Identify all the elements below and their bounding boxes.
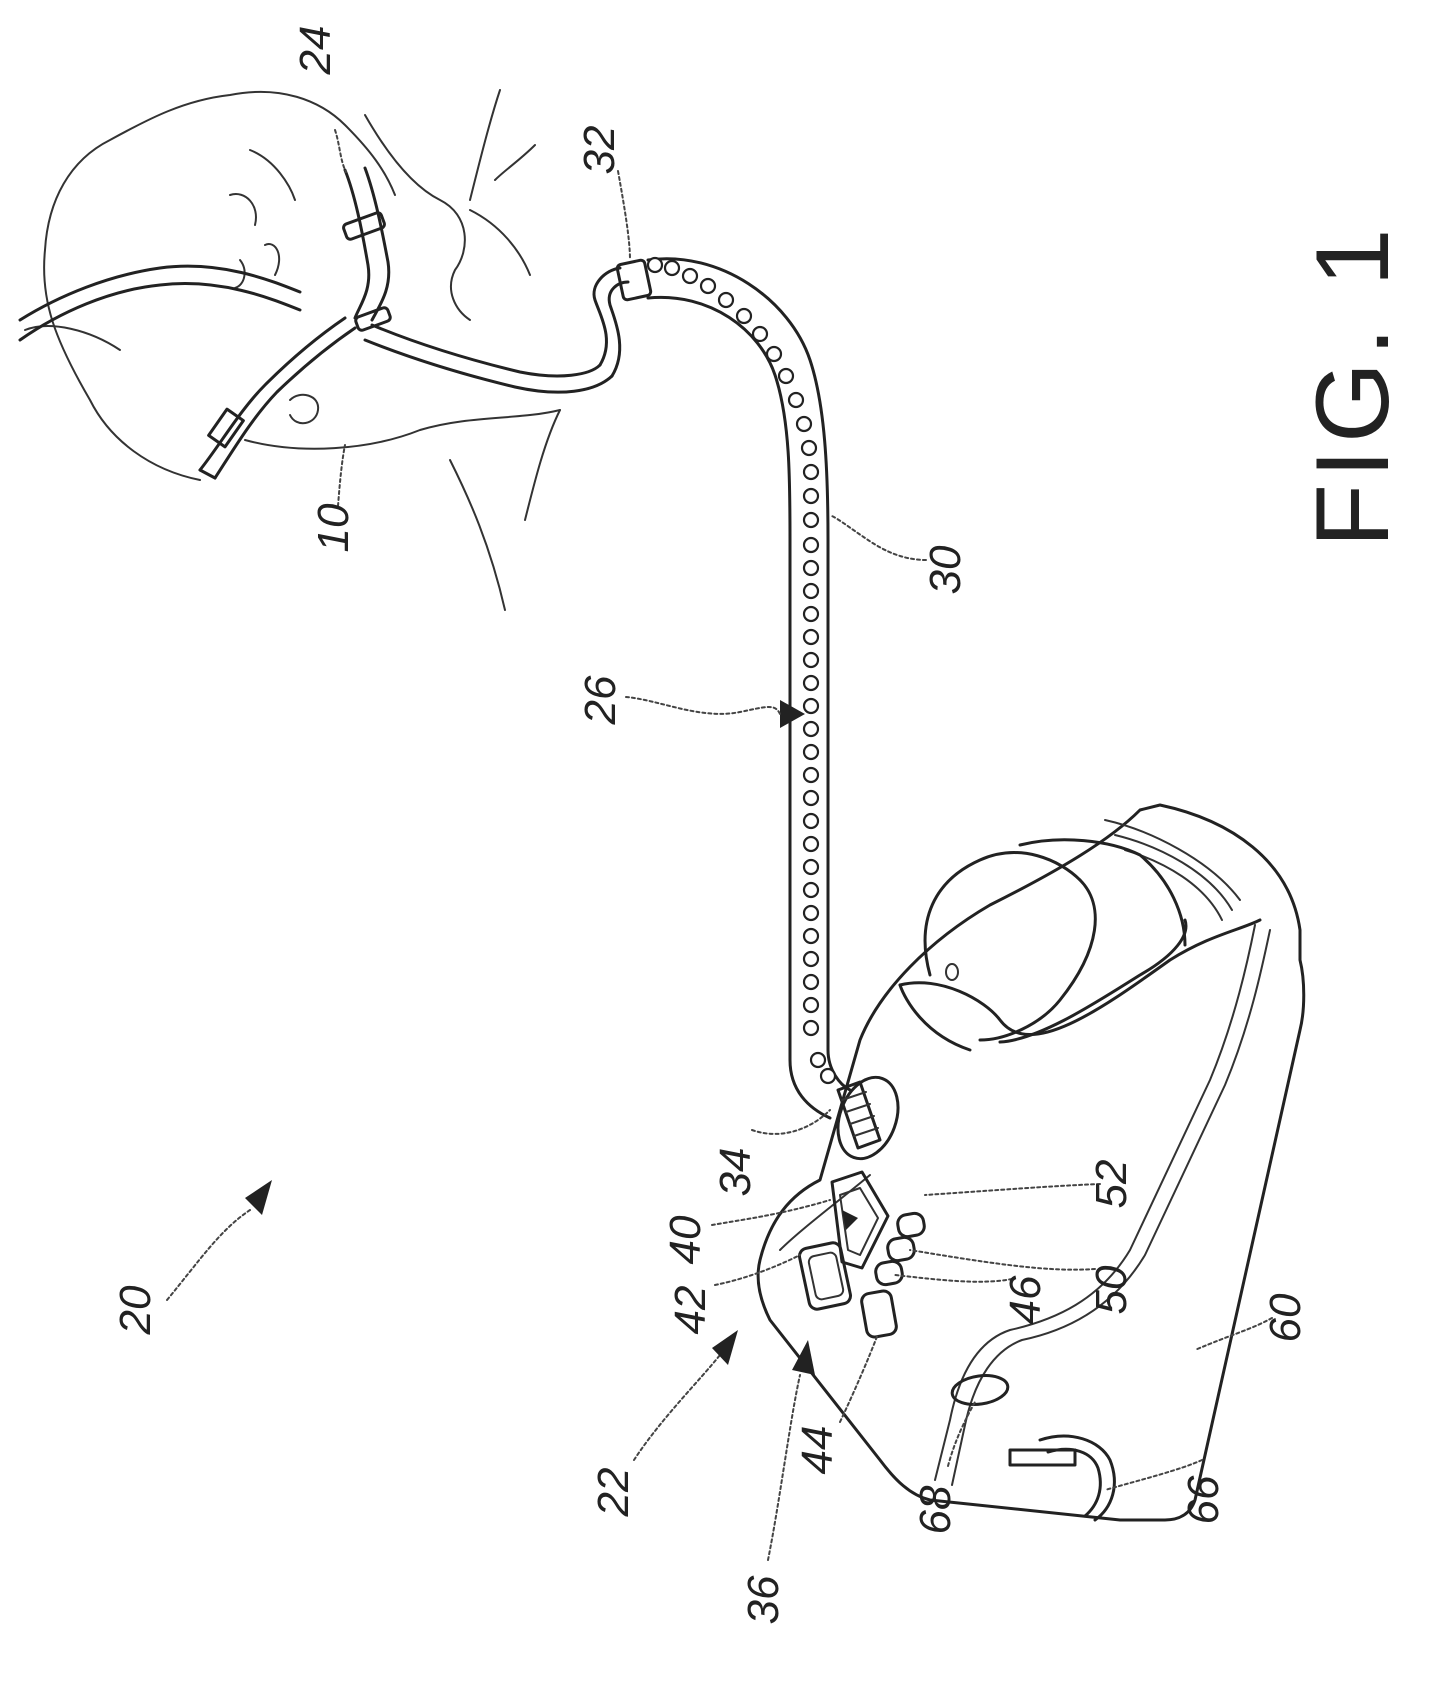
label-36: 36 [739, 1575, 788, 1624]
heater-wire-bead [804, 465, 818, 479]
label-52: 52 [1087, 1160, 1136, 1209]
label-30: 30 [921, 545, 970, 594]
heater-wire-bead [804, 814, 818, 828]
label-42: 42 [666, 1286, 715, 1335]
heater-wire-bead [804, 561, 818, 575]
label-68: 68 [911, 1485, 960, 1534]
patient-connector [617, 259, 652, 300]
heater-wire-bead [804, 768, 818, 782]
button-44[interactable] [860, 1290, 897, 1339]
heater-wire-beads [648, 258, 835, 1083]
heater-wire-bead [804, 584, 818, 598]
label-32: 32 [575, 126, 624, 175]
heater-wire-bead [804, 513, 818, 527]
label-46: 46 [1001, 1275, 1050, 1324]
handle [950, 1372, 1114, 1520]
heater-wire-bead [804, 906, 818, 920]
heater-wire-bead [767, 347, 781, 361]
heater-wire-bead [804, 489, 818, 503]
humidifier-device [758, 805, 1304, 1520]
handle-recess [950, 1372, 1009, 1408]
heater-wire-bead [804, 883, 818, 897]
heater-wire-bead [821, 1069, 835, 1083]
heater-wire-bead [701, 279, 715, 293]
label-26: 26 [576, 675, 625, 725]
heater-wire-bead [802, 441, 816, 455]
heater-wire-bead [797, 417, 811, 431]
heater-wire-bead [804, 699, 818, 713]
button-52[interactable] [896, 1212, 925, 1238]
label-50: 50 [1087, 1265, 1136, 1314]
heater-wire-bead [804, 975, 818, 989]
heater-wire-bead [804, 791, 818, 805]
user-interface-panel [780, 1172, 926, 1338]
heater-wire-bead [804, 952, 818, 966]
heater-wire-bead [804, 837, 818, 851]
label-24: 24 [291, 26, 340, 76]
heater-wire-bead [804, 1021, 818, 1035]
label-34: 34 [711, 1148, 760, 1197]
label-40: 40 [661, 1215, 710, 1264]
label-22: 22 [589, 1468, 638, 1518]
heater-wire-bead [804, 860, 818, 874]
heater-wire-bead [804, 653, 818, 667]
label-66: 66 [1179, 1475, 1228, 1524]
heater-wire-bead [789, 393, 803, 407]
heater-wire-bead [779, 369, 793, 383]
heater-wire-bead [804, 607, 818, 621]
heater-wire-bead [804, 745, 818, 759]
heater-wire-bead [719, 293, 733, 307]
label-44: 44 [793, 1426, 842, 1475]
heater-wire-bead [811, 1053, 825, 1067]
patient-interface [342, 168, 612, 392]
heater-wire-bead [737, 309, 751, 323]
heater-wire-bead [648, 258, 662, 272]
button-42[interactable] [798, 1241, 852, 1310]
figure-title: FIG. 1 [1295, 223, 1411, 548]
heater-wire-bead [804, 929, 818, 943]
label-10: 10 [309, 503, 358, 552]
heater-wire-bead [665, 261, 679, 275]
heater-wire-bead [683, 269, 697, 283]
heater-wire-bead [804, 998, 818, 1012]
patient-head [25, 90, 560, 610]
heater-wire-bead [753, 327, 767, 341]
heater-wire-bead [804, 538, 818, 552]
label-60: 60 [1261, 1293, 1310, 1342]
button-50[interactable] [886, 1236, 915, 1262]
heater-wire-bead [804, 722, 818, 736]
heater-wire-bead [804, 630, 818, 644]
heater-wire-bead [804, 676, 818, 690]
label-20: 20 [111, 1285, 160, 1335]
head-strap [20, 266, 355, 478]
button-46[interactable] [874, 1260, 903, 1286]
